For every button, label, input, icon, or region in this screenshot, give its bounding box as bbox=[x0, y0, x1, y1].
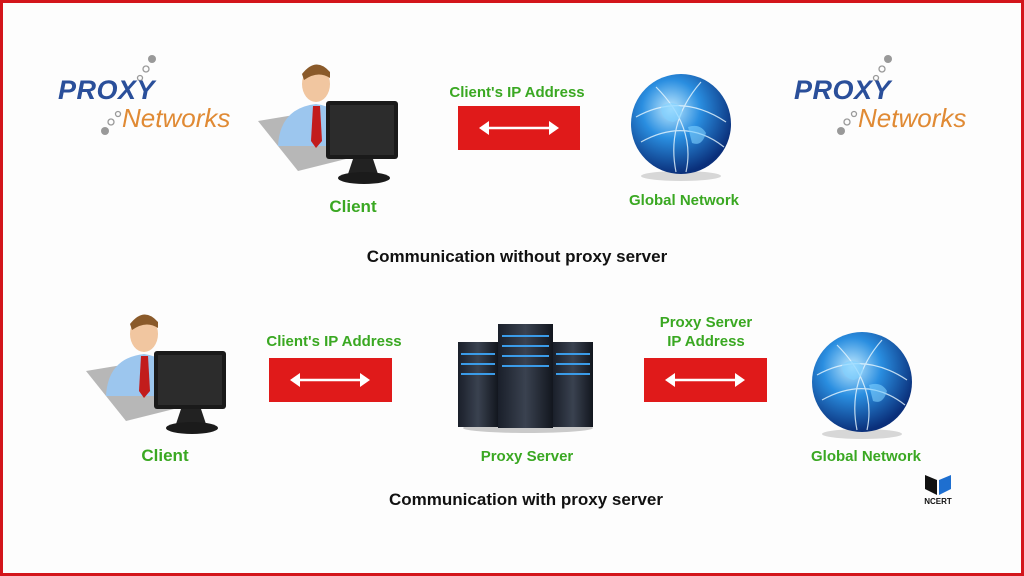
double-arrow-icon bbox=[289, 370, 371, 390]
logo-proxy-text: PROXY bbox=[58, 75, 156, 105]
proxy-ip-label-line2: IP Address bbox=[667, 333, 745, 350]
logo-networks-text: Networks bbox=[858, 103, 967, 133]
proxy-server-icon bbox=[458, 324, 598, 434]
top-client-label: Client bbox=[329, 197, 377, 216]
bottom-arrow1-label: Client's IP Address bbox=[266, 333, 402, 350]
top-ip-arrow-box bbox=[458, 106, 580, 150]
bottom-client-label: Client bbox=[141, 446, 189, 465]
proxy-networks-logo-left: PROXY Networks bbox=[58, 55, 238, 135]
ncert-book-icon bbox=[925, 475, 951, 495]
ncert-watermark-text: NCERT bbox=[924, 497, 952, 506]
logo-networks-text: Networks bbox=[122, 103, 231, 133]
logo-proxy-text: PROXY bbox=[794, 75, 892, 105]
client-computer-icon bbox=[86, 306, 236, 436]
proxy-server-label: Proxy Server bbox=[480, 448, 574, 465]
client-ip-arrow-box bbox=[269, 358, 392, 402]
proxy-ip-arrow-box bbox=[644, 358, 767, 402]
top-caption: Communication without proxy server bbox=[366, 247, 668, 266]
bottom-network-label: Global Network bbox=[810, 448, 922, 465]
top-arrow-label: Client's IP Address bbox=[449, 84, 585, 101]
double-arrow-icon bbox=[478, 118, 560, 138]
proxy-networks-logo-right: PROXY Networks bbox=[794, 55, 974, 135]
double-arrow-icon bbox=[664, 370, 746, 390]
globe-icon bbox=[807, 330, 917, 440]
proxy-ip-label-line1: Proxy Server bbox=[659, 314, 753, 331]
bottom-caption: Communication with proxy server bbox=[389, 490, 663, 509]
top-network-label: Global Network bbox=[628, 192, 740, 209]
globe-icon bbox=[626, 72, 736, 182]
client-computer-icon bbox=[258, 56, 408, 186]
